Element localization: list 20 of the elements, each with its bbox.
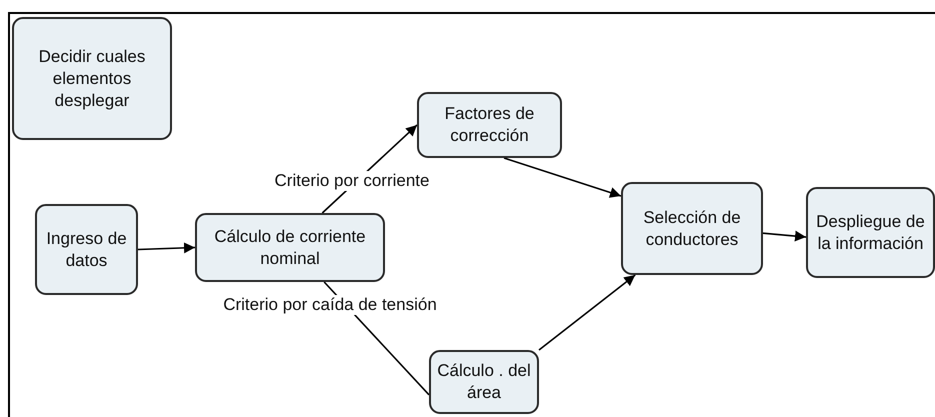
- box-label: Cálculo . del área: [436, 360, 532, 404]
- process-box: [35, 204, 138, 295]
- process-box: [429, 350, 539, 414]
- box-label: Decidir cuales elementos desplegar: [38, 46, 146, 112]
- box-label: Selección de conductores: [642, 206, 742, 250]
- box-label: Ingreso de datos: [45, 228, 128, 272]
- arrow: [538, 274, 636, 351]
- arrow: [138, 242, 196, 254]
- process-box: [417, 92, 562, 158]
- arrow: [504, 157, 622, 198]
- box-label: Despliegue de la información: [815, 210, 926, 254]
- process-box: [806, 187, 935, 278]
- box-label: Factores de corrección: [444, 103, 536, 147]
- process-box: [12, 17, 172, 140]
- process-box: [195, 213, 385, 282]
- box-label: Cálculo de corriente nominal: [213, 226, 367, 270]
- edge-label: Criterio por corriente: [272, 171, 432, 191]
- arrow: [762, 230, 806, 242]
- edge-label: Criterio por caída de tensión: [221, 295, 439, 315]
- process-box: [621, 182, 763, 275]
